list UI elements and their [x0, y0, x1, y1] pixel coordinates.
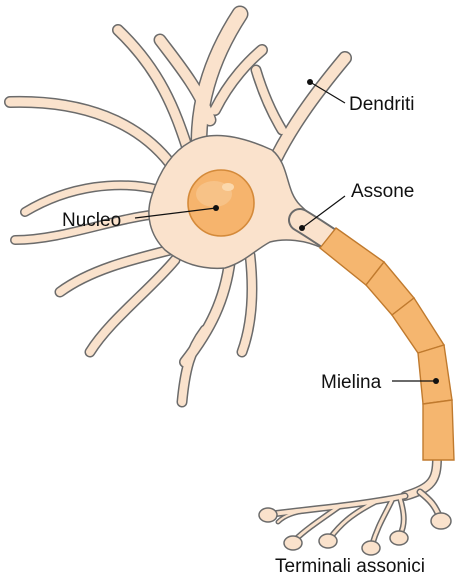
terminal-fills: [270, 490, 442, 547]
terminal-bouton: [318, 533, 338, 549]
nucleus-leader: [134, 207, 217, 219]
axon-dot: [299, 225, 305, 231]
myelin-segment: [417, 344, 453, 405]
label-dendrites: Dendriti: [349, 94, 414, 115]
axon-tail-fill: [401, 454, 441, 500]
myelin-sheath: [319, 227, 455, 461]
terminal-bouton: [361, 540, 381, 556]
label-terminals: Terminali assonici: [275, 556, 425, 575]
dendrites-dot: [307, 79, 313, 85]
nucleus-dot: [213, 205, 219, 211]
myelin-dot: [433, 378, 439, 384]
label-myelin: Mielina: [321, 372, 382, 393]
terminal-bouton: [283, 535, 303, 551]
myelin-segment: [422, 399, 455, 461]
terminal-bouton: [389, 530, 409, 546]
terminal-bouton: [258, 507, 278, 523]
label-nucleus: Nucleo: [62, 210, 121, 231]
nucleus: [187, 169, 255, 237]
dendrites: [4, 5, 352, 408]
leader-lines: [134, 79, 439, 384]
dendrite-fills: [5, 7, 351, 406]
axon-leader: [301, 195, 346, 229]
axon-terminals: [258, 488, 452, 556]
dendrites-leader: [309, 81, 346, 104]
label-axon: Assone: [351, 181, 414, 202]
terminal-bouton: [430, 512, 452, 530]
